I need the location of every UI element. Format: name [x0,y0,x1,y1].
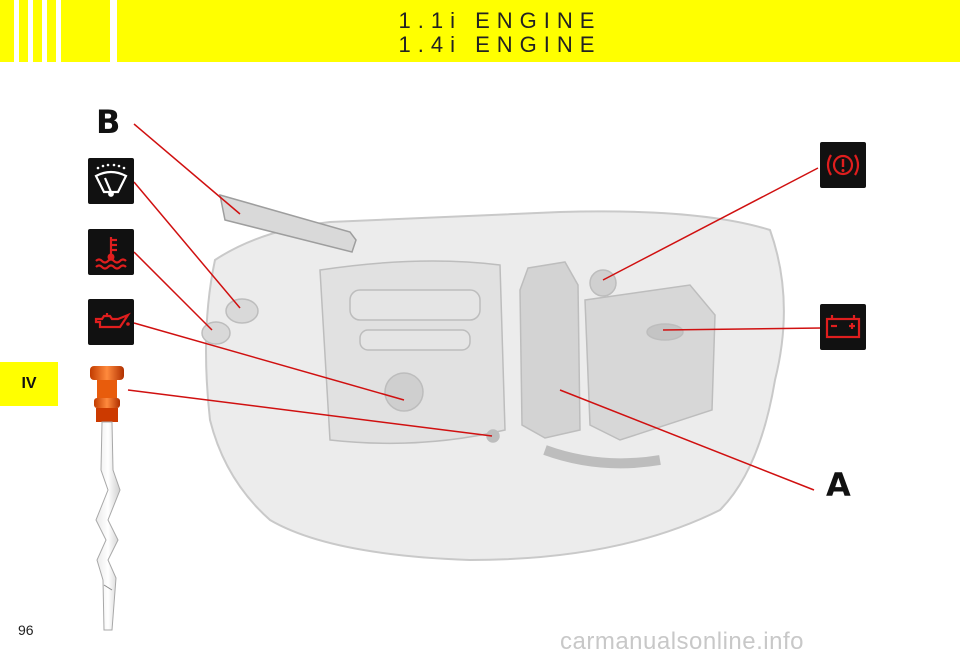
brake-fluid-cap [589,269,617,297]
chapter-tab: IV [0,362,58,406]
battery-unit [584,284,716,441]
page-number: 96 [18,622,34,638]
leader-lines [127,123,823,491]
callout-label-b: B [96,103,121,141]
pollen-filter-cover [219,193,357,253]
coolant-temperature-icon [88,229,134,275]
oil-filler-cap [384,372,424,412]
windscreen-washer-icon [88,158,134,204]
watermark: carmanualsonline.info [560,628,804,655]
air-filter-housing [519,261,581,439]
title-line-2: 1.4i ENGINE [398,32,602,57]
dipstick [90,366,124,631]
washer-reservoir-cap [225,298,259,324]
battery-icon [820,304,866,350]
coolant-reservoir-cap [201,321,231,345]
header-bar: 1.1i ENGINE 1.4i ENGINE [0,0,960,62]
callout-label-a: A [826,466,851,504]
brake-warning-icon [820,142,866,188]
title-line-1: 1.1i ENGINE [398,8,602,33]
oil-can-icon [88,299,134,345]
